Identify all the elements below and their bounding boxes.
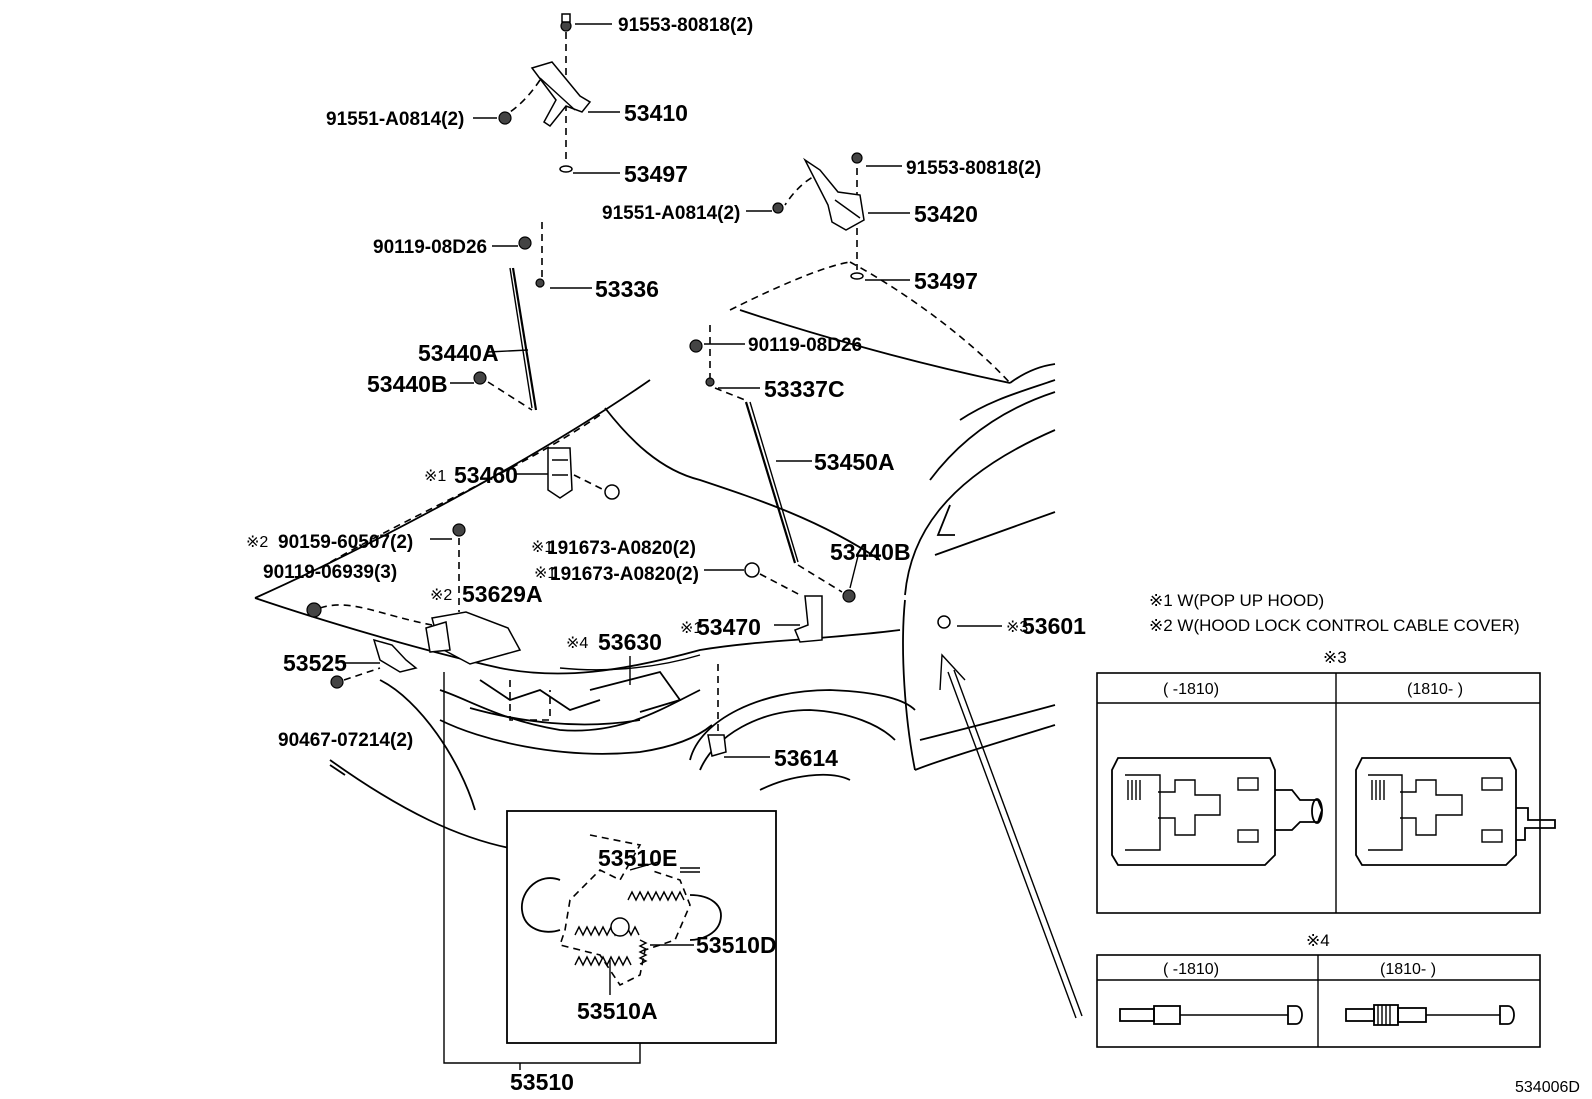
label-53630: 53630	[598, 629, 662, 655]
table-4-title: ※4	[1306, 931, 1330, 950]
table-3-col-2: (1810- )	[1407, 681, 1463, 698]
variant-table-3: ※3 ( -1810) (1810- )	[1096, 648, 1556, 914]
label-53337c: 53337C	[764, 376, 845, 402]
hood-hinge-right	[772, 152, 865, 280]
pointer-arrow	[939, 653, 1083, 1019]
label-53510e: 53510E	[598, 845, 677, 871]
label-53497-top: 53497	[624, 161, 688, 187]
marker-3-53601: ※3	[1006, 619, 1028, 636]
hood-lock-inset	[506, 810, 777, 1044]
label-53336: 53336	[595, 276, 659, 302]
pop-up-hinge-53460	[547, 447, 620, 500]
label-91553-80818-top: 91553-80818(2)	[618, 15, 753, 36]
label-53410: 53410	[624, 100, 688, 126]
marker-2-53629a: ※2	[430, 587, 452, 604]
hood-hinge-left	[498, 13, 592, 173]
label-53440a: 53440A	[418, 340, 499, 366]
label-90159-60507: 90159-60507(2)	[278, 532, 413, 553]
label-53470: 53470	[697, 614, 761, 640]
table-3-col-1: ( -1810)	[1163, 681, 1219, 698]
label-90119-08d26-right: 90119-08D26	[748, 335, 862, 356]
legend-note-1: ※1 W(POP UP HOOD)	[1149, 591, 1324, 610]
marker-1-191673-a: ※1	[531, 539, 553, 556]
label-90467-07214: 90467-07214(2)	[278, 730, 413, 751]
label-53601: 53601	[1022, 613, 1086, 639]
label-53497-right: 53497	[914, 268, 978, 294]
part-labels: 91553-80818(2) 91551-A0814(2) 53410 5349…	[246, 15, 1086, 1095]
connector-variant-b	[1355, 757, 1556, 866]
label-53420: 53420	[914, 201, 978, 227]
label-91551-a0814-right: 91551-A0814(2)	[602, 203, 740, 224]
hood-support-rod-left	[473, 222, 545, 411]
legend-note-2: ※2 W(HOOD LOCK CONTROL CABLE COVER)	[1149, 616, 1520, 635]
label-53460: 53460	[454, 462, 518, 488]
label-90119-06939: 90119-06939(3)	[263, 562, 397, 583]
label-91553-80818-right: 91553-80818(2)	[906, 158, 1041, 179]
marker-1-191673-b: ※1	[534, 565, 556, 582]
marker-4-53630: ※4	[566, 635, 588, 652]
label-53440b-left: 53440B	[367, 371, 448, 397]
label-191673-a0820-a: 191673-A0820(2)	[547, 538, 696, 559]
table-3-title: ※3	[1323, 648, 1347, 667]
marker-1-53460: ※1	[424, 468, 446, 485]
car-body-outline	[254, 261, 1056, 861]
connector-variant-a	[1111, 757, 1323, 866]
variant-table-4: ※4 ( -1810) (1810- )	[1096, 931, 1541, 1048]
label-53510d: 53510D	[696, 932, 777, 958]
label-191673-a0820-b: 191673-A0820(2)	[550, 564, 699, 585]
pop-up-hinge-53470	[744, 562, 823, 643]
cable-variant-a	[1119, 1005, 1303, 1025]
label-53510: 53510	[510, 1069, 574, 1095]
marker-1-53470: ※1	[680, 620, 702, 637]
label-90119-08d26-left: 90119-08D26	[373, 237, 487, 258]
cable-variant-b	[1345, 1004, 1515, 1026]
label-53510a: 53510A	[577, 998, 658, 1024]
leader-lines	[345, 23, 1002, 995]
hood-support-rod-right	[689, 325, 856, 603]
table-4-col-1: ( -1810)	[1163, 961, 1219, 978]
label-53440b-right: 53440B	[830, 539, 911, 565]
label-53450a: 53450A	[814, 449, 895, 475]
inset-bracket	[443, 672, 641, 1070]
label-53525: 53525	[283, 650, 347, 676]
table-4-col-2: (1810- )	[1380, 961, 1436, 978]
marker-2-90159: ※2	[246, 534, 268, 551]
hood-lock-area	[306, 523, 951, 757]
label-53629a: 53629A	[462, 581, 543, 607]
label-91551-a0814-top: 91551-A0814(2)	[326, 109, 464, 130]
legend-notes: ※1 W(POP UP HOOD) ※2 W(HOOD LOCK CONTROL…	[1149, 591, 1520, 635]
figure-id: 534006D	[1515, 1079, 1580, 1096]
label-53614: 53614	[774, 745, 838, 771]
